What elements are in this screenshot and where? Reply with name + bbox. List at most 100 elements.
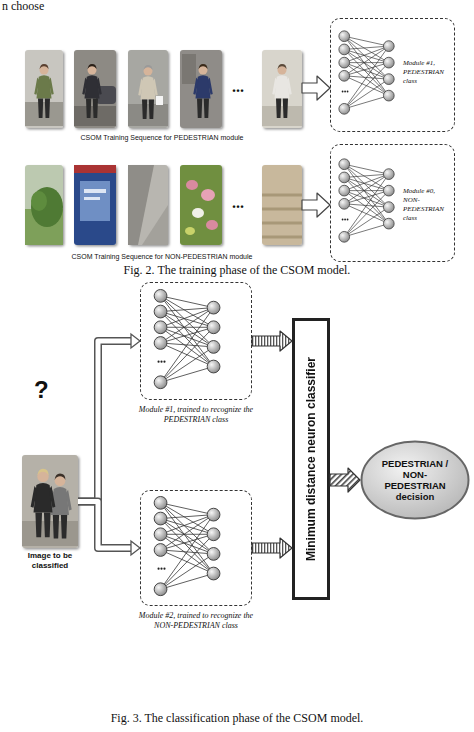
neural-network [339,31,394,114]
arrow-head [131,334,140,348]
ellipse-shape [362,442,469,519]
node-text: Module #1, trained to recognize the PEDE… [134,405,258,425]
training-sequence: CSOM Training Sequence for NON-PEDESTRIA… [22,163,302,263]
illustration-part [138,65,158,119]
illustration-part [182,54,196,84]
node-text: Module #2, trained to recognize the NON-… [134,611,258,631]
neural-network [154,496,220,595]
block-arrow [252,331,292,351]
illustration-part [128,104,168,126]
illustration-part [22,455,78,548]
background-photo [180,165,222,245]
module-outline [140,282,252,400]
illustration-part [82,64,102,118]
arrow-outline [78,341,132,502]
illustration-part [34,64,54,118]
illustration-part [262,106,302,126]
background-photo [262,165,302,245]
som-module: Module #2, trained to recognize the NON-… [140,490,252,642]
pedestrian-photo [74,50,116,128]
som-module: Module #1, trained to recognize the PEDE… [140,282,252,432]
som-module: Module #1, PEDESTRIAN class [330,18,455,132]
block-arrow [302,193,330,217]
pedestrian-photo [262,50,302,128]
illustration-part [25,102,63,126]
illustration-part [84,197,100,200]
illustration-part [25,165,63,245]
arrow-body [252,538,292,558]
arrow-body [330,468,360,492]
node-label: Image to be classified [18,551,82,571]
node-text: CSOM Training Sequence for NON-PEDESTRIA… [22,252,302,261]
illustration-part [84,189,106,193]
arrow-body [302,193,330,217]
arrow-body [252,331,292,351]
node-label: Module #1, trained to recognize the PEDE… [134,405,258,425]
page-fragment: n choose [2,0,44,14]
background-photo [74,165,116,245]
node-text: PEDESTRIAN / NON-PEDESTRIAN decision [376,458,454,502]
som-module: Module #0, NON-PEDESTRIAN class [330,144,455,262]
illustration-part [262,50,302,128]
illustration-part [74,50,116,128]
question-mark: ? [34,376,49,404]
decision-ellipse: PEDESTRIAN / NON-PEDESTRIAN decision [360,440,470,520]
background-photo [128,165,168,245]
illustration-part [31,191,47,211]
illustration-part [201,189,215,201]
node-label: Minimum distance neuron classifier [304,357,318,561]
split-arrow [78,334,140,502]
photo-strip [22,163,302,247]
pedestrian-photo [25,50,63,128]
node-text: Module #1, PEDESTRIAN class [403,59,451,86]
arrow-head [131,541,140,555]
illustration-part [156,96,163,105]
illustration-part [206,220,218,230]
illustration-part [180,50,222,128]
illustration-part [128,50,168,128]
node-label: Module #1, PEDESTRIAN class [403,59,451,86]
illustration-part [192,208,204,218]
node-label: CSOM Training Sequence for NON-PEDESTRIA… [22,252,302,261]
input-image: Image to be classified [18,455,82,573]
illustration-part [74,165,116,173]
ellipsis: ... [232,78,244,96]
illustration-part [80,181,110,221]
pedestrian-photo [128,50,168,128]
illustration-part [186,180,198,190]
figure-caption: Fig. 3. The classification phase of the … [0,712,474,726]
pedestrian-photo [180,50,222,128]
query-photo [22,455,78,548]
node-label: Module #0, NON-PEDESTRIAN class [403,187,451,223]
image-frame [22,455,78,548]
illustration-part [31,469,56,537]
node-label: Module #2, trained to recognize the NON-… [134,611,258,631]
background-photo [25,165,63,245]
neural-network [154,289,220,388]
training-sequence: CSOM Training Sequence for PEDESTRIAN mo… [22,48,302,144]
illustration-part [262,195,302,237]
block-arrow [330,468,360,492]
block-arrow [302,76,330,100]
illustration-part [193,64,213,118]
module-outline [140,490,252,606]
illustration-part [74,165,116,245]
illustration-part [31,187,63,227]
node-text: Module #0, NON-PEDESTRIAN class [403,187,451,223]
node-text: Minimum distance neuron classifier [304,357,318,561]
arrow-inner [78,502,132,549]
illustration-part [185,227,195,235]
illustration-part [262,165,302,245]
block-arrow [252,538,292,558]
node-text: CSOM Training Sequence for PEDESTRIAN mo… [22,133,302,142]
node-label: PEDESTRIAN / NON-PEDESTRIAN decision [376,458,454,502]
illustration-part [142,205,168,245]
arrow-outline [78,502,132,549]
neural-network [339,159,394,242]
illustration-part [128,165,168,245]
classifier-box: Minimum distance neuron classifier [292,318,330,600]
photo-strip [22,48,302,128]
node-label: CSOM Training Sequence for PEDESTRIAN mo… [22,133,302,142]
node-text: Image to be classified [18,551,82,571]
